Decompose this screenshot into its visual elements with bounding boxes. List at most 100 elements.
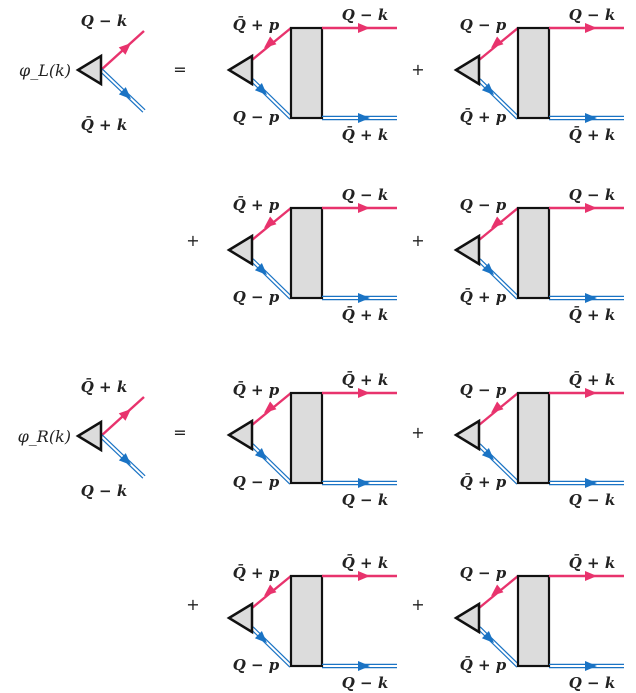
rhs-diagram-3: Q − p Q̄ + p Q − k Q̄ + k	[453, 186, 624, 324]
outgoing-bottom-momentum: Q − k	[342, 674, 388, 692]
lhs-blue-line-strand-b	[101, 68, 146, 111]
internal-blue-line	[477, 626, 520, 668]
outgoing-blue-arrow	[358, 293, 370, 303]
outgoing-red-arrow	[358, 203, 370, 213]
lhs-top-momentum: Q̄ + k	[81, 377, 127, 396]
internal-top-momentum: Q̄ + p	[233, 563, 280, 582]
kernel-box	[289, 26, 324, 120]
equals-sign: =	[173, 60, 186, 79]
outgoing-top-momentum: Q̄ + k	[569, 553, 615, 572]
outgoing-bottom-momentum: Q̄ + k	[569, 305, 615, 324]
internal-bottom-momentum: Q̄ + p	[460, 655, 507, 674]
lhs-red-arrow	[118, 409, 131, 421]
kernel-box	[516, 26, 551, 120]
rhs-diagram-4: Q̄ + p Q − p Q̄ + k Q − k	[226, 370, 397, 509]
lhs-vertex-triangle	[75, 419, 103, 453]
vertex-triangle	[453, 418, 481, 452]
internal-top-momentum: Q − p	[460, 196, 507, 214]
internal-red-arrow	[264, 401, 277, 413]
internal-red-arrow	[491, 401, 504, 413]
lhs-blue-arrow	[118, 87, 131, 99]
internal-blue-line-strand-a	[477, 445, 518, 485]
equals-sign: =	[173, 423, 186, 442]
lhs-vertex-0: φ_L(k)Q − kQ̄ + k	[19, 12, 146, 134]
lhs-blue-line-strand-a	[99, 70, 144, 113]
internal-blue-arrow	[481, 83, 494, 95]
outgoing-top-momentum: Q − k	[569, 186, 615, 204]
internal-blue-arrow	[481, 631, 494, 643]
outgoing-red-arrow	[585, 23, 597, 33]
plus-sign: +	[411, 60, 424, 79]
internal-bottom-momentum: Q̄ + p	[460, 287, 507, 306]
lhs-blue-line	[99, 68, 146, 113]
lhs-blue-line	[99, 434, 146, 479]
kernel-box	[516, 391, 551, 485]
outgoing-blue-arrow	[358, 113, 370, 123]
internal-bottom-momentum: Q − p	[233, 108, 280, 126]
internal-blue-arrow	[481, 448, 494, 460]
internal-blue-line-strand-a	[250, 628, 291, 668]
internal-blue-line	[477, 258, 520, 300]
outgoing-bottom-momentum: Q − k	[342, 491, 388, 509]
internal-blue-line-strand-a	[477, 628, 518, 668]
internal-top-momentum: Q̄ + p	[233, 380, 280, 399]
vertex-triangle	[453, 233, 481, 267]
vertex-triangle	[226, 53, 254, 87]
kernel-box	[289, 574, 324, 668]
internal-top-momentum: Q − p	[460, 16, 507, 34]
outgoing-blue-arrow	[585, 293, 597, 303]
rhs-diagram-7: Q − pQ̄ + pQ̄ + kQ − k	[453, 553, 624, 692]
outgoing-bottom-momentum: Q − k	[569, 491, 615, 509]
kernel-box	[516, 206, 551, 300]
outgoing-red-arrow	[585, 203, 597, 213]
outgoing-bottom-momentum: Q̄ + k	[342, 125, 388, 144]
internal-red-arrow	[264, 584, 277, 596]
rhs-diagram-1: Q − pQ̄ + pQ − kQ̄ + k	[453, 6, 624, 144]
internal-bottom-momentum: Q − p	[233, 656, 280, 674]
plus-sign: +	[411, 595, 424, 614]
internal-blue-line-strand-b	[252, 258, 293, 298]
outgoing-blue-arrow	[358, 661, 370, 671]
internal-blue-arrow	[254, 448, 267, 460]
outgoing-top-momentum: Q − k	[342, 186, 388, 204]
outgoing-top-momentum: Q̄ + k	[342, 370, 388, 389]
internal-blue-line-strand-b	[479, 78, 520, 118]
outgoing-top-momentum: Q̄ + k	[342, 553, 388, 572]
internal-blue-line-strand-b	[252, 626, 293, 666]
plus-sign: +	[186, 231, 199, 250]
internal-bottom-momentum: Q̄ + p	[460, 472, 507, 491]
lhs-vertex-triangle	[75, 53, 103, 87]
internal-bottom-momentum: Q − p	[233, 473, 280, 491]
internal-blue-arrow	[481, 263, 494, 275]
rhs-diagram-2: Q̄ + pQ − pQ − kQ̄ + k	[226, 186, 397, 324]
lhs-label: φ_L(k)	[19, 61, 71, 80]
lhs-bottom-momentum: Q − k	[81, 482, 127, 500]
outgoing-top-momentum: Q − k	[569, 6, 615, 24]
outgoing-bottom-momentum: Q̄ + k	[342, 305, 388, 324]
plus-sign: +	[186, 595, 199, 614]
outgoing-red-arrow	[358, 388, 370, 398]
internal-blue-line	[477, 443, 520, 485]
kernel-box	[516, 574, 551, 668]
internal-top-momentum: Q̄ + p	[233, 195, 280, 214]
internal-blue-line-strand-b	[479, 626, 520, 666]
internal-blue-line	[250, 78, 293, 120]
internal-blue-line	[250, 626, 293, 668]
plus-sign: +	[411, 231, 424, 250]
lhs-vertex-1: φ_R(k)Q̄ + kQ − k	[18, 377, 146, 500]
internal-blue-line-strand-a	[250, 445, 291, 485]
internal-blue-line-strand-b	[479, 443, 520, 483]
internal-blue-arrow	[254, 263, 267, 275]
outgoing-red-arrow	[358, 23, 370, 33]
internal-blue-line-strand-a	[250, 80, 291, 120]
outgoing-blue-arrow	[585, 113, 597, 123]
internal-red-arrow	[264, 36, 277, 48]
vertex-triangle	[453, 601, 481, 635]
internal-blue-line	[250, 443, 293, 485]
vertex-triangle	[453, 53, 481, 87]
rhs-diagram-5: Q − pQ̄ + pQ̄ + kQ − k	[453, 370, 624, 509]
outgoing-bottom-momentum: Q − k	[569, 674, 615, 692]
plus-sign: +	[411, 423, 424, 442]
outgoing-red-arrow	[358, 571, 370, 581]
